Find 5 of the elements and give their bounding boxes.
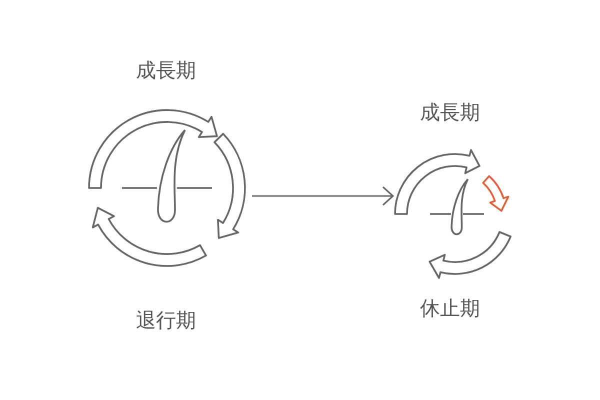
phase-label: 休止期 (420, 296, 480, 320)
phase-label: 成長期 (136, 58, 196, 82)
phase-label: 退行期 (136, 308, 196, 332)
phase-label: 成長期 (420, 100, 480, 124)
arrow (252, 186, 394, 206)
